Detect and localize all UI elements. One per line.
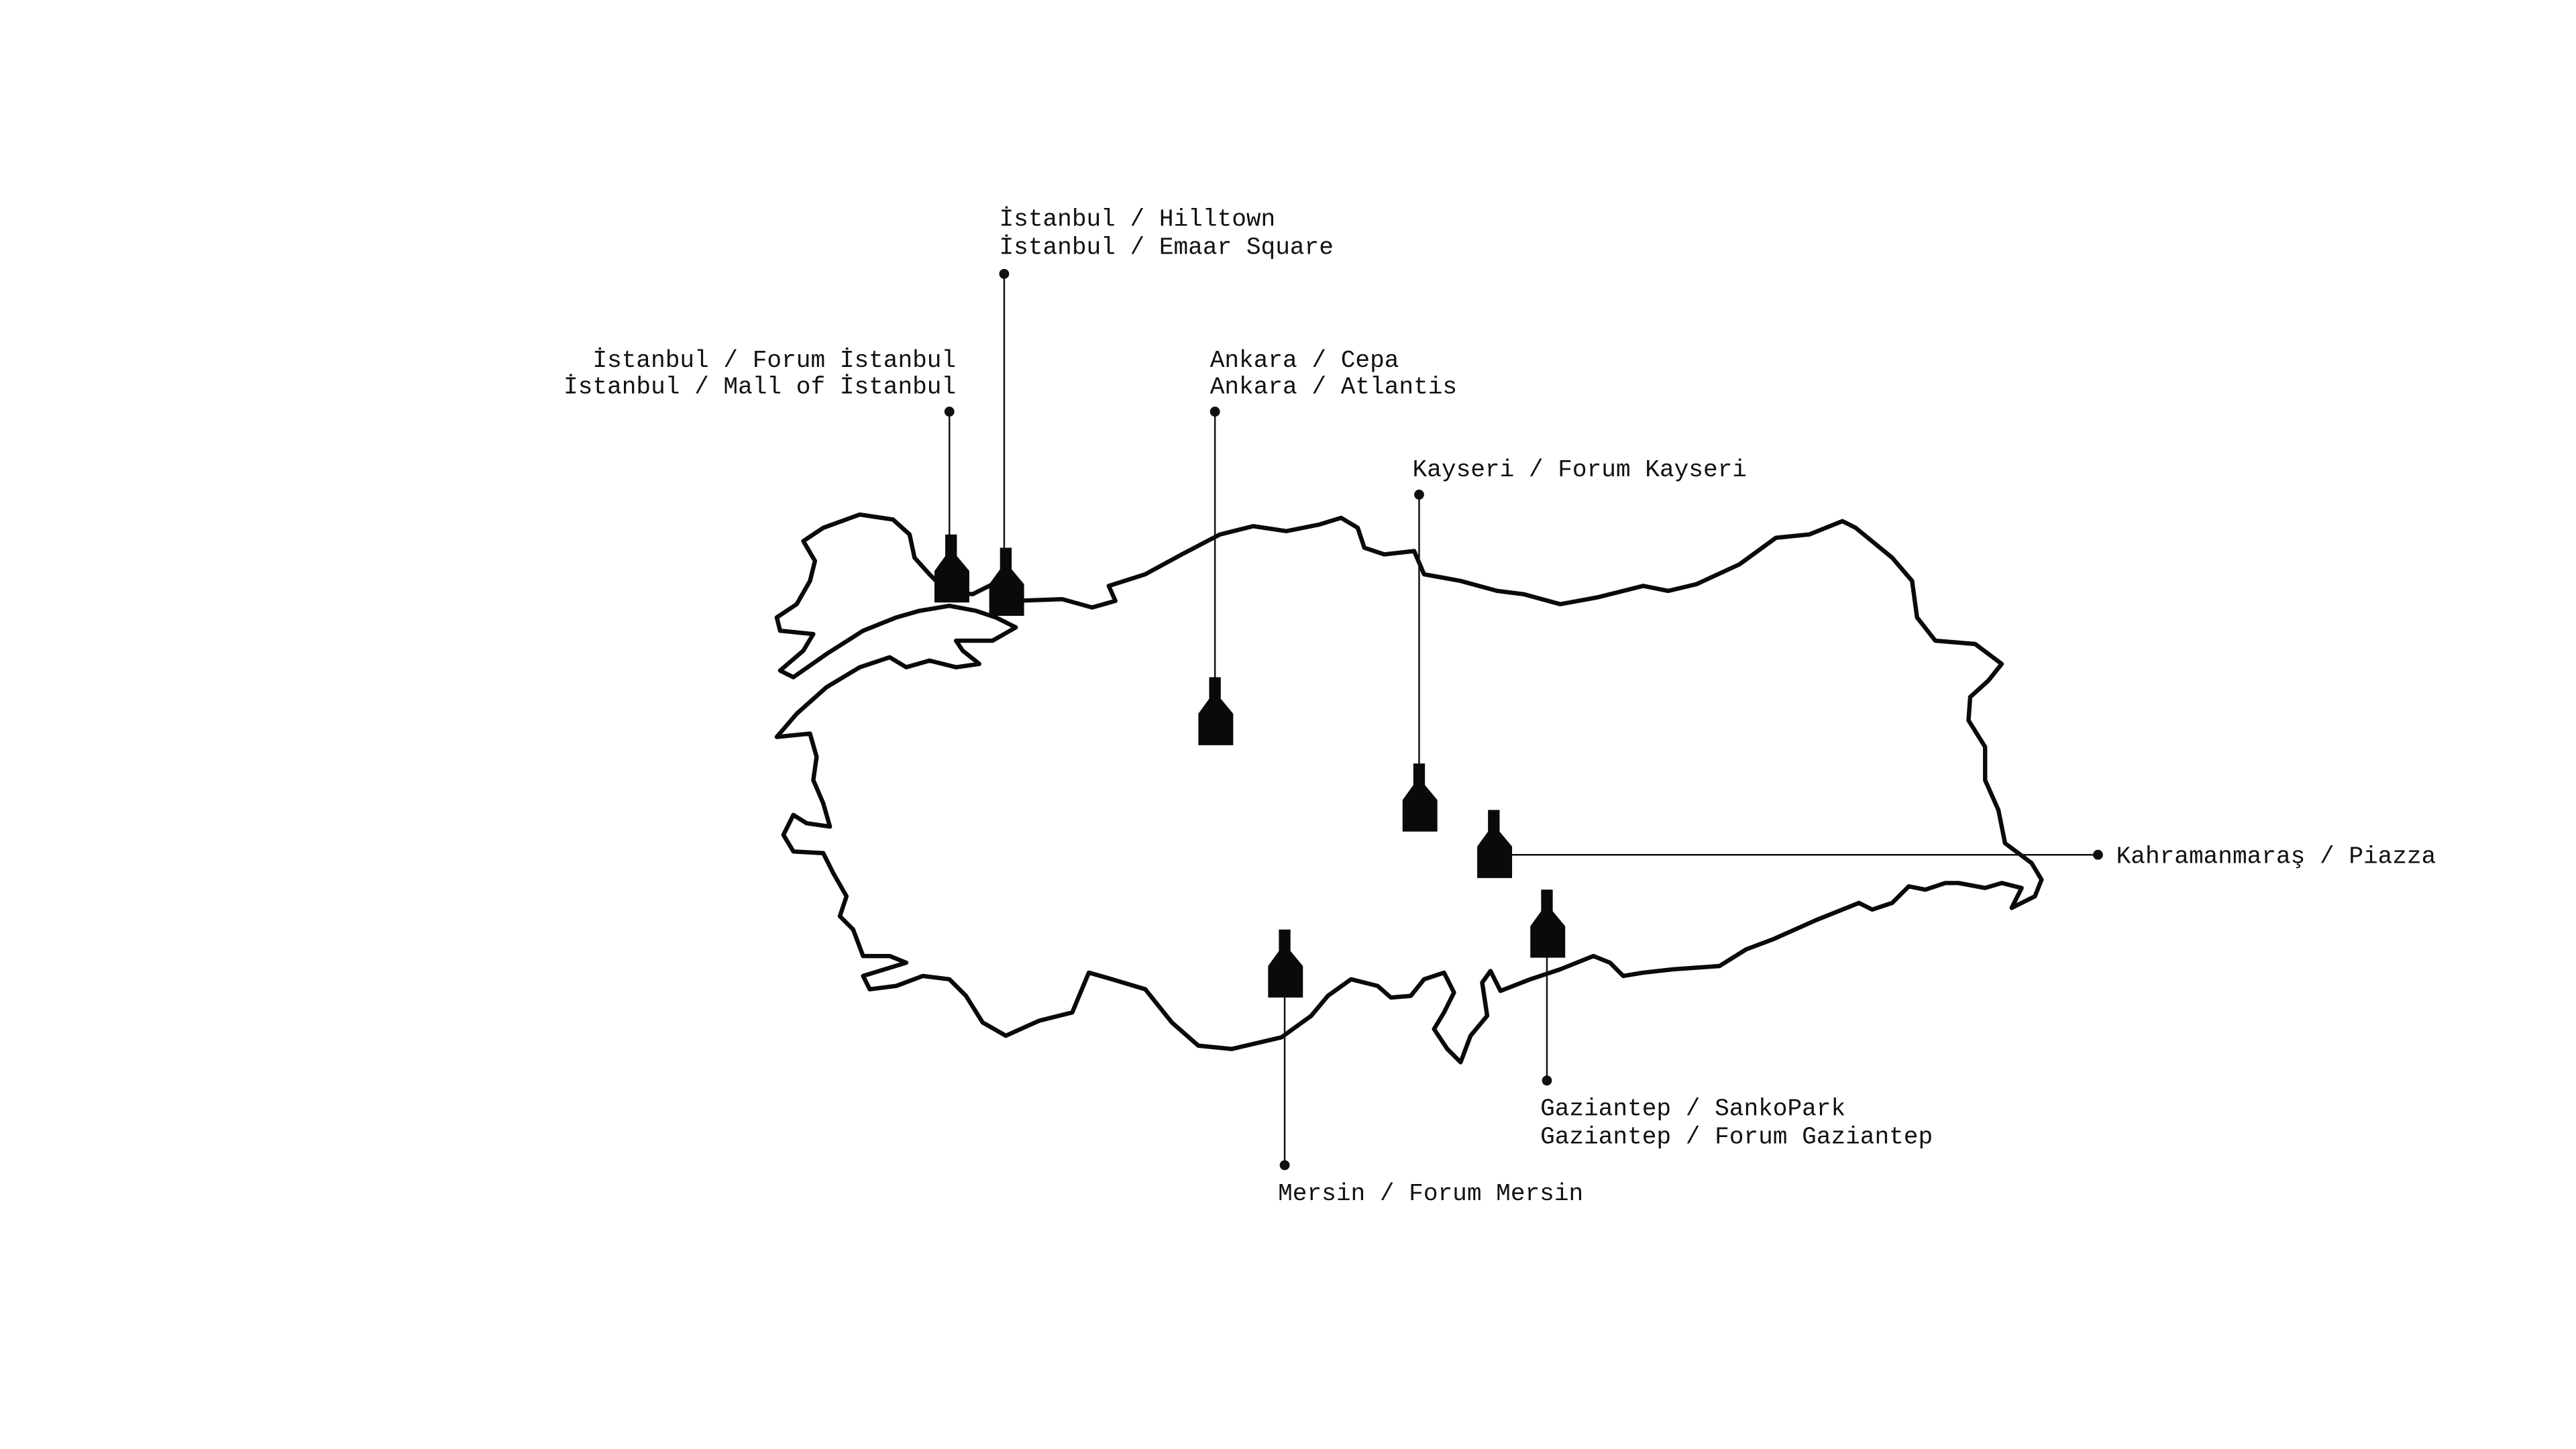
bottle-marker-icon [1198, 677, 1234, 745]
location-label: Gaziantep / Forum Gaziantep [1540, 1124, 1933, 1151]
location-kayseri[interactable]: Kayseri / Forum Kayseri [1402, 456, 1747, 832]
turkey-outline [774, 512, 2044, 1065]
leader-dot [1542, 1075, 1552, 1086]
bottle-marker-icon [1530, 890, 1566, 958]
bottle-marker-icon [989, 547, 1024, 616]
location-label: İstanbul / Hilltown [999, 205, 1275, 233]
location-label: İstanbul / Forum İstanbul [592, 347, 956, 374]
location-kahramanmaras[interactable]: Kahramanmaraş / Piazza [1477, 810, 2436, 878]
leader-dot [1279, 1160, 1290, 1171]
bottle-marker-icon [1477, 810, 1513, 878]
location-label: Kahramanmaraş / Piazza [2116, 843, 2436, 871]
bottle-marker-icon [934, 534, 969, 603]
location-label: Gaziantep / SankoPark [1540, 1095, 1845, 1123]
leader-dot [2093, 849, 2103, 860]
location-label: İstanbul / Mall of İstanbul [564, 373, 956, 400]
location-mersin[interactable]: Mersin / Forum Mersin [1268, 929, 1583, 1208]
bottle-marker-icon [1402, 763, 1438, 832]
location-ankara[interactable]: Ankara / Cepa Ankara / Atlantis [1198, 347, 1457, 745]
location-label: Ankara / Atlantis [1210, 373, 1457, 400]
location-label: Ankara / Cepa [1210, 347, 1399, 374]
bottle-marker-icon [1268, 929, 1303, 998]
location-label: Mersin / Forum Mersin [1278, 1180, 1583, 1208]
location-label: İstanbul / Emaar Square [999, 234, 1333, 262]
location-istanbul-forum-mall[interactable]: İstanbul / Forum İstanbul İstanbul / Mal… [564, 347, 969, 603]
location-istanbul-hilltown-emaar[interactable]: İstanbul / Hilltown İstanbul / Emaar Squ… [989, 205, 1334, 616]
location-gaziantep[interactable]: Gaziantep / SankoPark Gaziantep / Forum … [1530, 890, 1933, 1151]
location-label: Kayseri / Forum Kayseri [1413, 456, 1747, 484]
